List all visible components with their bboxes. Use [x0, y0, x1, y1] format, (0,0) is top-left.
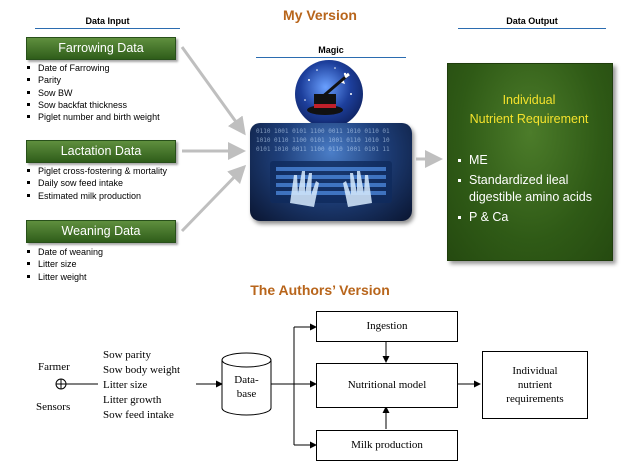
svg-text:0110 1001 0101 1100 0011 1010: 0110 1001 0101 1100 0011 1010 0110 01 [256, 128, 390, 135]
svg-text:0101 1010 0011 1100 0110 1001: 0101 1010 0011 1100 0110 1001 0101 11 [256, 146, 390, 153]
list-item: Standardized ileal digestible amino acid… [456, 172, 606, 206]
lactation-data-tab: Lactation Data [26, 140, 176, 163]
magic-hat-illustration [295, 60, 363, 128]
output-box [447, 63, 613, 261]
list-item: Sow parity [103, 349, 151, 361]
ingestion-box: Ingestion [316, 311, 458, 342]
magic-hat-icon [304, 67, 352, 115]
list-item: Litter weight [22, 271, 103, 283]
database-label-line2: base [236, 388, 257, 400]
data-output-underline [458, 28, 606, 29]
hands-on-keyboard-icon: 0110 1001 0101 1100 0011 1010 0110 01 10… [256, 128, 392, 207]
nutritional-model-box: Nutritional model [316, 363, 458, 408]
result-line3: requirements [506, 393, 564, 405]
authors-input-list: Sow parity Sow body weight Litter size L… [103, 348, 180, 423]
result-line2: nutrient [517, 379, 553, 391]
farrowing-data-tab: Farrowing Data [26, 37, 176, 60]
weaning-arrow [180, 164, 247, 233]
milk-production-box: Milk production [316, 430, 458, 461]
list-item: Litter size [22, 258, 103, 270]
output-title-line2: Nutrient Requirement [469, 112, 589, 126]
list-item: ME [456, 152, 606, 169]
weaning-data-tab: Weaning Data [26, 220, 176, 243]
computer-keyboard-illustration: 0110 1001 0101 1100 0011 1010 0110 01 10… [250, 123, 412, 221]
output-list: ME Standardized ileal digestible amino a… [456, 152, 606, 226]
list-item: Sow feed intake [103, 409, 174, 421]
list-item: Sow backfat thickness [22, 99, 160, 111]
sensors-label: Sensors [36, 401, 71, 413]
list-item: Sow BW [22, 87, 160, 99]
my-version-title: My Version [283, 7, 357, 23]
authors-version-connectors [55, 323, 481, 449]
list-item: Litter size [103, 379, 148, 391]
farrowing-arrow [180, 46, 246, 136]
list-item: Parity [22, 74, 160, 86]
list-item: Date of Farrowing [22, 62, 160, 74]
data-output-heading: Data Output [506, 16, 558, 26]
farmer-label: Farmer [38, 361, 70, 373]
individual-requirements-box: Individual nutrient requirements [482, 351, 588, 419]
magic-heading: Magic [318, 45, 344, 55]
database-cylinder [221, 360, 272, 416]
weaning-data-list: Date of weaning Litter size Litter weigh… [22, 246, 103, 283]
list-item: Date of weaning [22, 246, 103, 258]
database-label: Data- base [222, 373, 271, 401]
magic-underline [256, 57, 406, 58]
list-item: P & Ca [456, 209, 606, 226]
my-version-arrows [180, 46, 443, 233]
result-line1: Individual [512, 365, 558, 377]
list-item: Estimated milk production [22, 190, 167, 202]
output-title-line1: Individual [502, 93, 556, 107]
database-label-line1: Data- [234, 374, 259, 386]
list-item: Piglet number and birth weight [22, 111, 160, 123]
data-input-heading: Data Input [85, 16, 130, 26]
list-item: Litter growth [103, 394, 162, 406]
farrowing-data-list: Date of Farrowing Parity Sow BW Sow back… [22, 62, 160, 123]
svg-text:1010 0110 1100 0101 1001 0110: 1010 0110 1100 0101 1001 0110 1010 10 [256, 137, 390, 144]
list-item: Daily sow feed intake [22, 177, 167, 189]
list-item: Sow body weight [103, 364, 180, 376]
data-input-underline [35, 28, 180, 29]
authors-version-title: The Authors’ Version [250, 282, 390, 298]
list-item: Piglet cross-fostering & mortality [22, 165, 167, 177]
lactation-data-list: Piglet cross-fostering & mortality Daily… [22, 165, 167, 202]
